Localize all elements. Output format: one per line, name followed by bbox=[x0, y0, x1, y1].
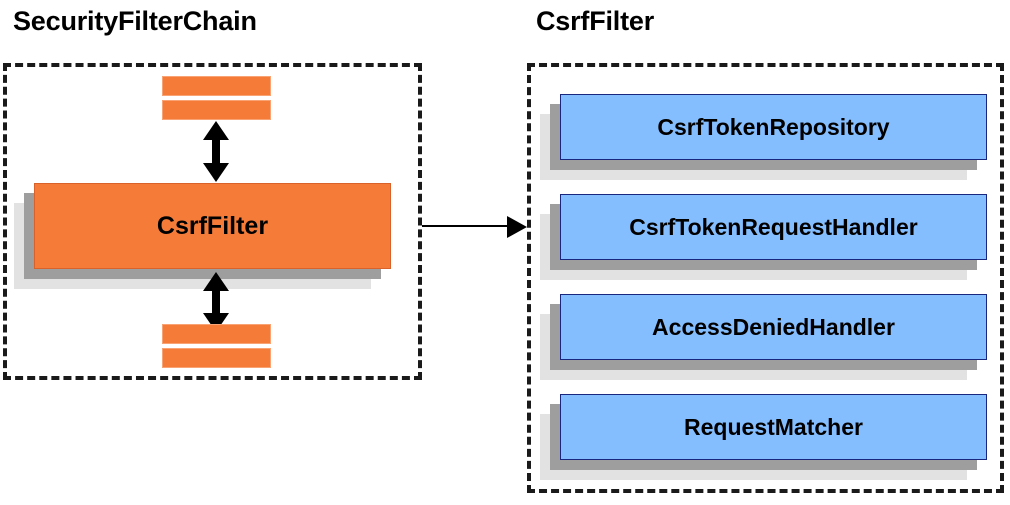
filter-bar-2 bbox=[162, 100, 271, 120]
collaborator-box-csrf-token-request-handler[interactable]: CsrfTokenRequestHandler bbox=[540, 194, 987, 280]
left-panel-title: SecurityFilterChain bbox=[13, 6, 257, 36]
csrffilter-collaborators-container bbox=[527, 63, 1004, 493]
collaborator-label: RequestMatcher bbox=[684, 413, 863, 440]
collaborator-label: AccessDeniedHandler bbox=[652, 313, 895, 340]
collaborator-label: CsrfTokenRepository bbox=[657, 113, 890, 140]
collaborator-face: RequestMatcher bbox=[560, 394, 987, 460]
collaborator-label: CsrfTokenRequestHandler bbox=[629, 213, 918, 240]
csrffilter-box-label: CsrfFilter bbox=[156, 211, 269, 240]
collaborator-face: CsrfTokenRequestHandler bbox=[560, 194, 987, 260]
csrffilter-box[interactable]: CsrfFilter bbox=[14, 183, 391, 289]
security-filter-chain-container bbox=[3, 63, 422, 380]
collaborator-face: CsrfTokenRepository bbox=[560, 94, 987, 160]
filter-bar-4 bbox=[162, 348, 271, 368]
collaborator-box-csrf-token-repository[interactable]: CsrfTokenRepository bbox=[540, 94, 987, 180]
right-panel-title: CsrfFilter bbox=[536, 6, 655, 36]
csrffilter-box-face: CsrfFilter bbox=[34, 183, 391, 269]
filter-bar-1 bbox=[162, 76, 271, 96]
collaborator-box-request-matcher[interactable]: RequestMatcher bbox=[540, 394, 987, 480]
collaborator-face: AccessDeniedHandler bbox=[560, 294, 987, 360]
collaborator-box-access-denied-handler[interactable]: AccessDeniedHandler bbox=[540, 294, 987, 380]
filter-bar-3 bbox=[162, 324, 271, 344]
